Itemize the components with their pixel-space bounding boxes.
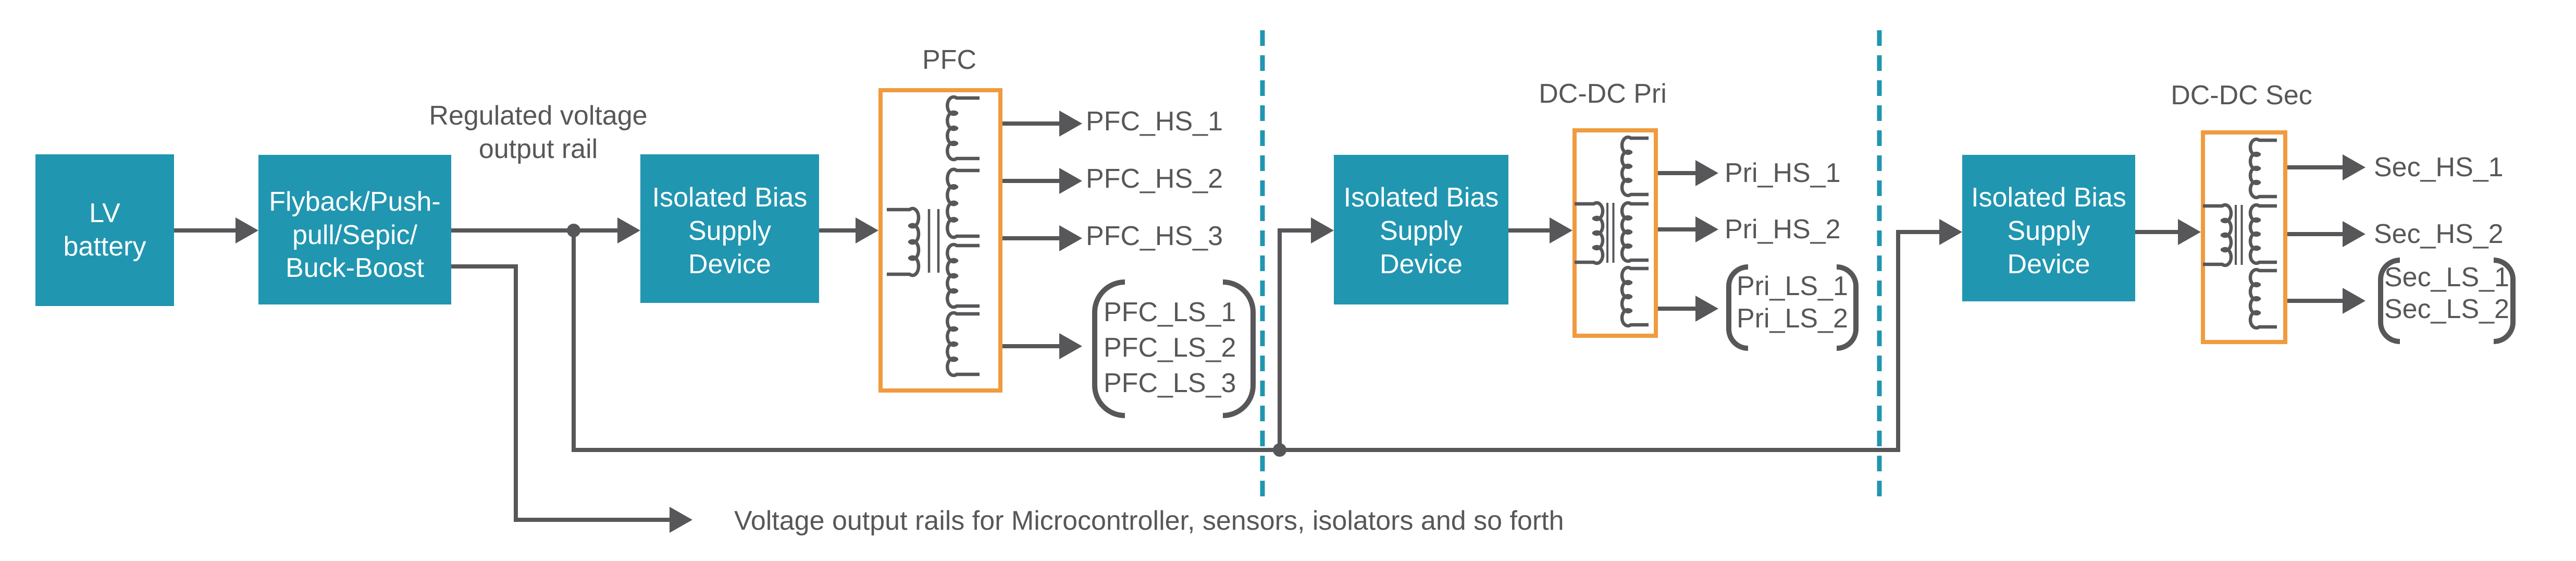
svg-text:Regulated voltage: Regulated voltage xyxy=(429,101,647,131)
svg-text:Isolated Bias: Isolated Bias xyxy=(1971,182,2126,213)
svg-text:Isolated Bias: Isolated Bias xyxy=(652,182,808,213)
svg-text:Isolated Bias: Isolated Bias xyxy=(1344,182,1499,213)
svg-text:PFC_HS_3: PFC_HS_3 xyxy=(1086,221,1223,251)
svg-text:Sec_HS_1: Sec_HS_1 xyxy=(2374,152,2504,182)
svg-text:Pri_LS_2: Pri_LS_2 xyxy=(1737,303,1848,334)
svg-text:Device: Device xyxy=(1380,249,1463,279)
svg-text:Supply: Supply xyxy=(2008,216,2090,246)
svg-text:PFC_LS_2: PFC_LS_2 xyxy=(1104,333,1236,363)
svg-text:Supply: Supply xyxy=(688,216,771,246)
svg-text:pull/Sepic/: pull/Sepic/ xyxy=(292,220,417,250)
svg-text:DC-DC Pri: DC-DC Pri xyxy=(1539,79,1667,109)
svg-text:Device: Device xyxy=(688,249,771,279)
svg-text:Device: Device xyxy=(2008,249,2090,279)
svg-text:Buck-Boost: Buck-Boost xyxy=(286,253,424,283)
svg-text:LV: LV xyxy=(89,198,120,228)
svg-text:PFC_HS_2: PFC_HS_2 xyxy=(1086,164,1223,194)
svg-text:battery: battery xyxy=(64,231,146,262)
svg-text:Pri_HS_1: Pri_HS_1 xyxy=(1725,158,1841,188)
svg-text:PFC_LS_1: PFC_LS_1 xyxy=(1104,297,1236,327)
svg-text:Flyback/Push-: Flyback/Push- xyxy=(269,187,440,217)
svg-text:DC-DC Sec: DC-DC Sec xyxy=(2171,80,2312,111)
svg-text:Pri_HS_2: Pri_HS_2 xyxy=(1725,214,1841,245)
svg-text:Pri_LS_1: Pri_LS_1 xyxy=(1737,271,1848,301)
svg-text:Sec_HS_2: Sec_HS_2 xyxy=(2374,219,2504,249)
svg-text:Sec_LS_1: Sec_LS_1 xyxy=(2384,262,2509,292)
svg-text:PFC_LS_3: PFC_LS_3 xyxy=(1104,368,1236,398)
svg-text:Supply: Supply xyxy=(1380,216,1463,246)
svg-text:PFC: PFC xyxy=(922,45,976,75)
svg-text:Voltage output rails for Micro: Voltage output rails for Microcontroller… xyxy=(734,506,1564,536)
svg-text:PFC_HS_1: PFC_HS_1 xyxy=(1086,106,1223,137)
svg-text:output rail: output rail xyxy=(479,134,598,164)
svg-text:Sec_LS_2: Sec_LS_2 xyxy=(2384,294,2509,324)
